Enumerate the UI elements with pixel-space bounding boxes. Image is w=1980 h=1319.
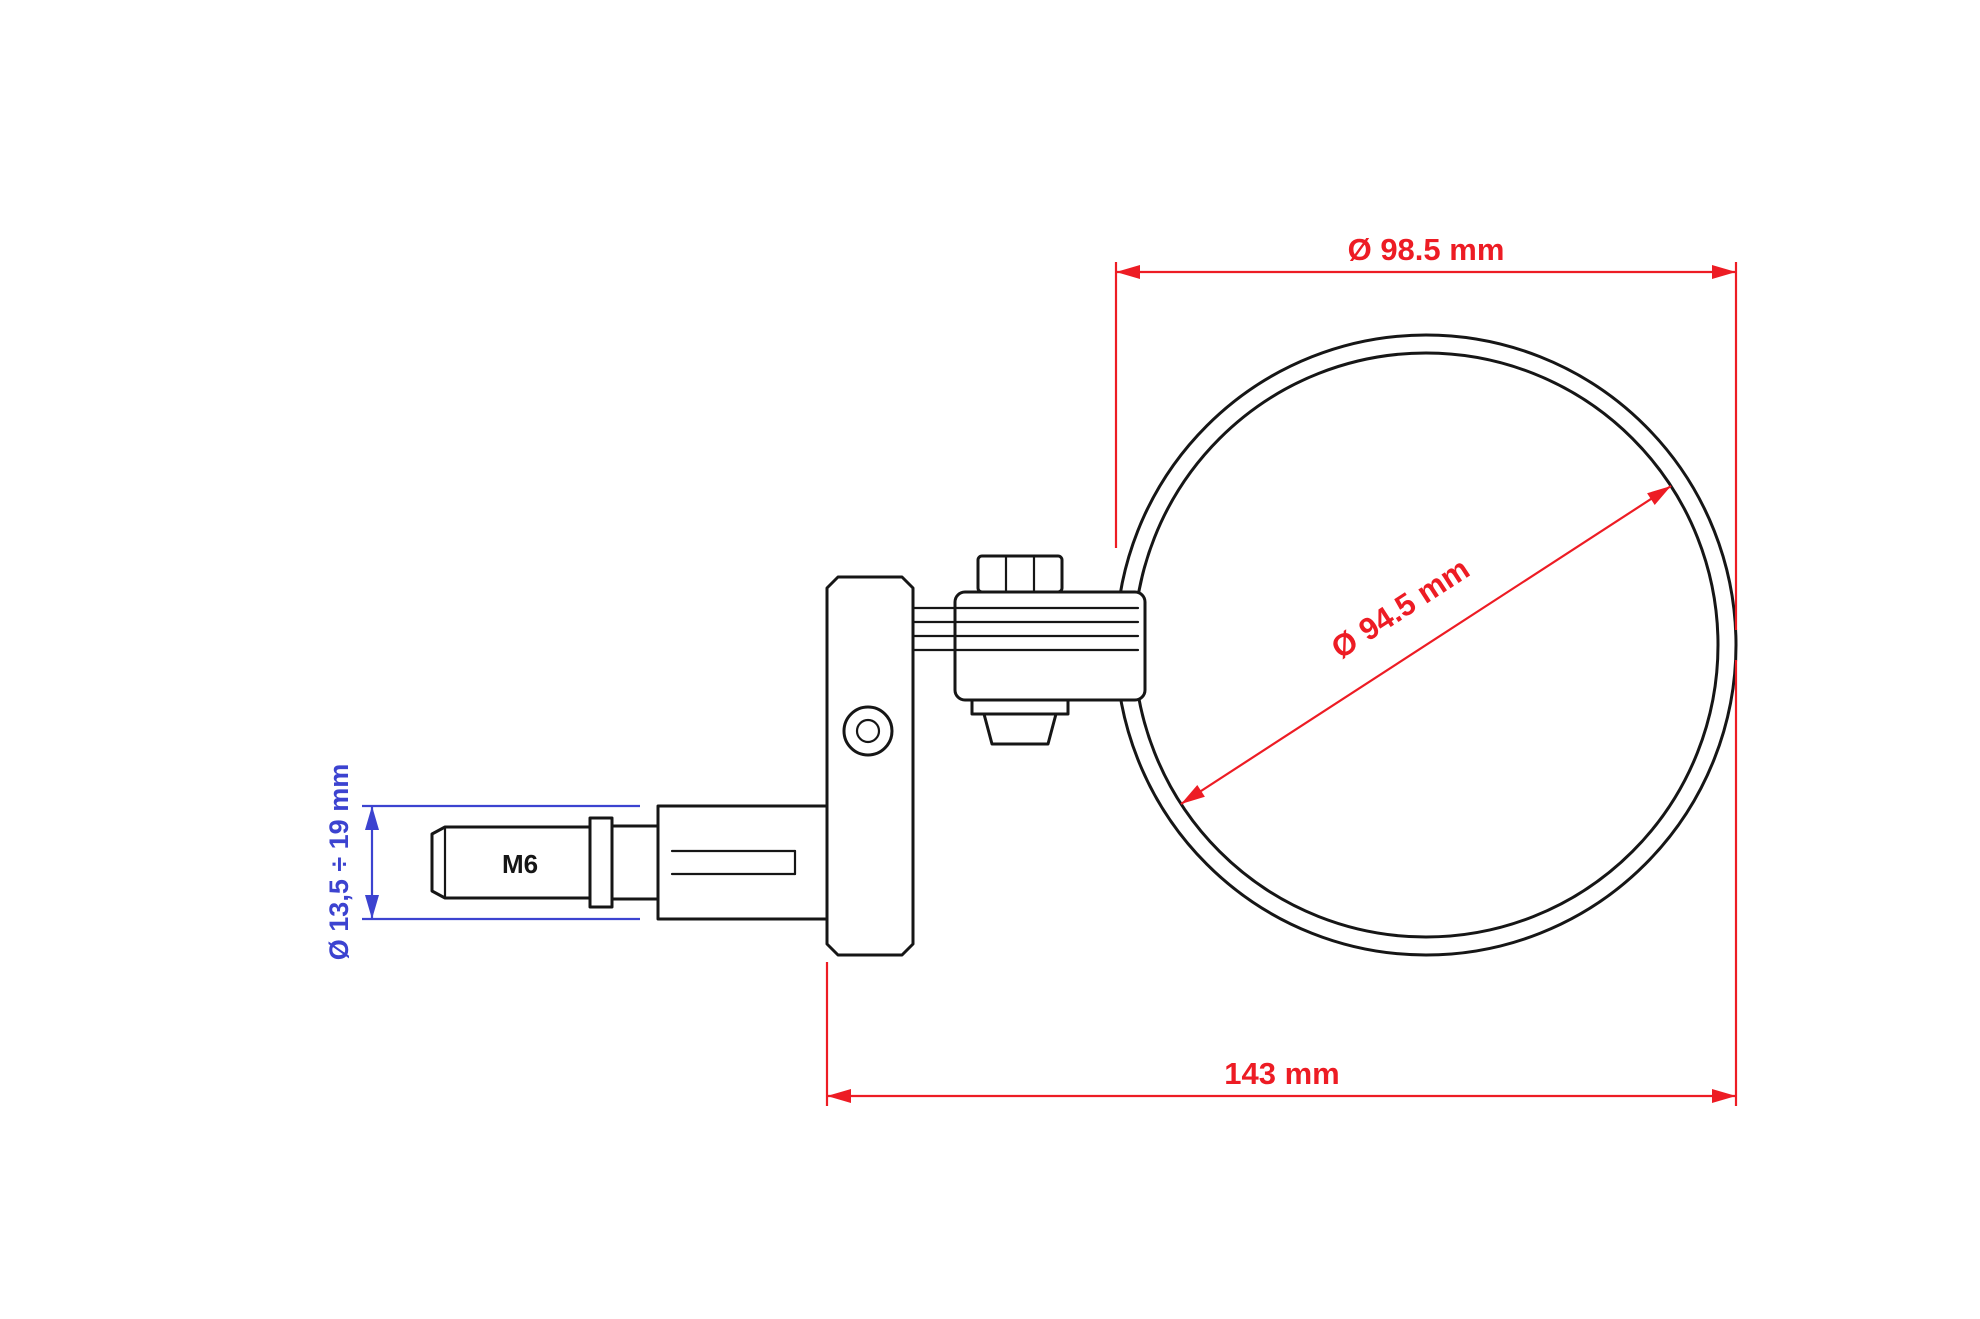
arrowhead-length-left [827, 1089, 851, 1103]
arrowhead-clamp-top [365, 806, 379, 830]
hinge-nut [982, 712, 1058, 746]
mirror-line-drawing: M6 [430, 333, 1738, 957]
blue-dimension: Ø 13,5 ÷ 19 mm [324, 764, 640, 960]
dimension-line-glass-diameter [1180, 485, 1672, 805]
overall-length-label: 143 mm [1224, 1056, 1339, 1091]
clamp-body-outline [825, 575, 915, 957]
outer-diameter-label: Ø 98.5 mm [1348, 232, 1505, 267]
hinge-bolt-head [976, 554, 1064, 594]
hinge-washer [970, 698, 1070, 716]
arrowhead-glass-lower-left [1181, 785, 1205, 804]
thread-label: M6 [502, 849, 538, 879]
arrowhead-outer-left [1116, 265, 1140, 279]
expander-washer [588, 816, 614, 909]
expander-sleeve [656, 804, 829, 921]
arrowhead-clamp-bottom [365, 895, 379, 919]
arrowhead-outer-right [1712, 265, 1736, 279]
pivot-screw-socket [855, 718, 881, 744]
pivot-screw-head [842, 705, 894, 757]
arrowhead-glass-upper-right [1647, 486, 1671, 505]
arrowhead-length-right [1712, 1089, 1736, 1103]
expander-spacer [610, 824, 660, 901]
clamp-range-label: Ø 13,5 ÷ 19 mm [324, 764, 354, 960]
